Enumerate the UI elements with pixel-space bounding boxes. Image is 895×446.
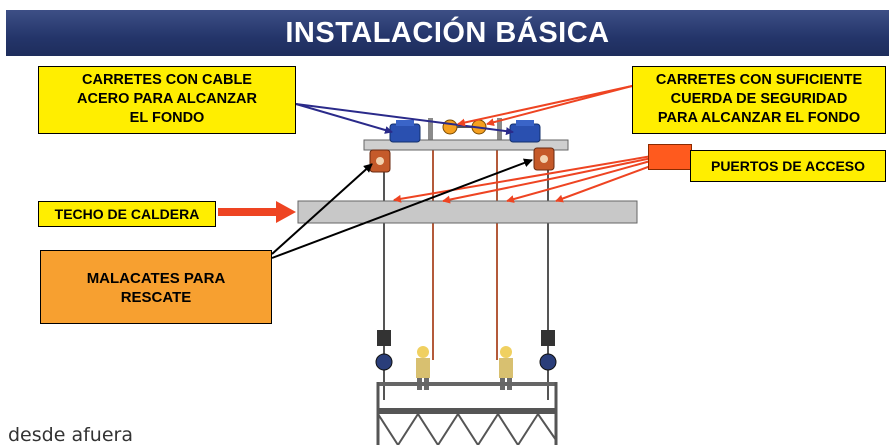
hanging-platform (376, 382, 558, 445)
blue-arrow (295, 103, 393, 134)
label-line: RESCATE (120, 289, 192, 306)
label-boiler-roof: TECHO DE CALDERA (38, 201, 216, 227)
label-line: CARRETES CON CABLE (82, 72, 252, 88)
title-bar: INSTALACIÓN BÁSICA (6, 10, 889, 56)
descent-device (375, 330, 393, 371)
blue-arrow (295, 103, 514, 136)
label-line: CARRETES CON SUFICIENTE (655, 72, 863, 88)
footer-caption: desde afuera (8, 424, 133, 446)
label-access-ports: PUERTOS DE ACCESO (690, 150, 886, 182)
label-line: CUERDA DE SEGURIDAD (670, 91, 848, 107)
diagram-title: INSTALACIÓN BÁSICA (285, 17, 610, 49)
rescue-winch (533, 147, 555, 171)
rope-reel (442, 119, 458, 135)
blue-reel (389, 120, 421, 143)
label-line: ACERO PARA ALCANZAR (77, 91, 257, 107)
label-steel-cable-reels: CARRETES CON CABLE ACERO PARA ALCANZAR E… (38, 66, 296, 134)
red-arrow (486, 85, 633, 127)
red-arrow (442, 157, 653, 204)
label-line: EL FONDO (129, 110, 205, 126)
frame-post (428, 118, 433, 144)
top-frame (363, 139, 569, 151)
label-rescue-winches: MALACATES PARA RESCATE (40, 250, 272, 324)
label-line: MALACATES PARA (86, 270, 226, 287)
red-arrow (457, 85, 633, 127)
red-arrow (506, 159, 655, 203)
red-arrow (555, 163, 657, 203)
access-port-marker (648, 144, 692, 170)
label-line: PARA ALCANZAR EL FONDO (657, 110, 861, 126)
roof-arrow (218, 201, 296, 223)
black-arrow (271, 163, 373, 255)
boiler-roof-beam (297, 200, 638, 224)
red-arrow (393, 155, 653, 203)
label-safety-rope-reels: CARRETES CON SUFICIENTE CUERDA DE SEGURI… (632, 66, 886, 134)
descent-device (539, 330, 557, 371)
blue-reel (509, 120, 541, 143)
black-arrow (271, 158, 533, 259)
rescue-winch (369, 149, 391, 173)
